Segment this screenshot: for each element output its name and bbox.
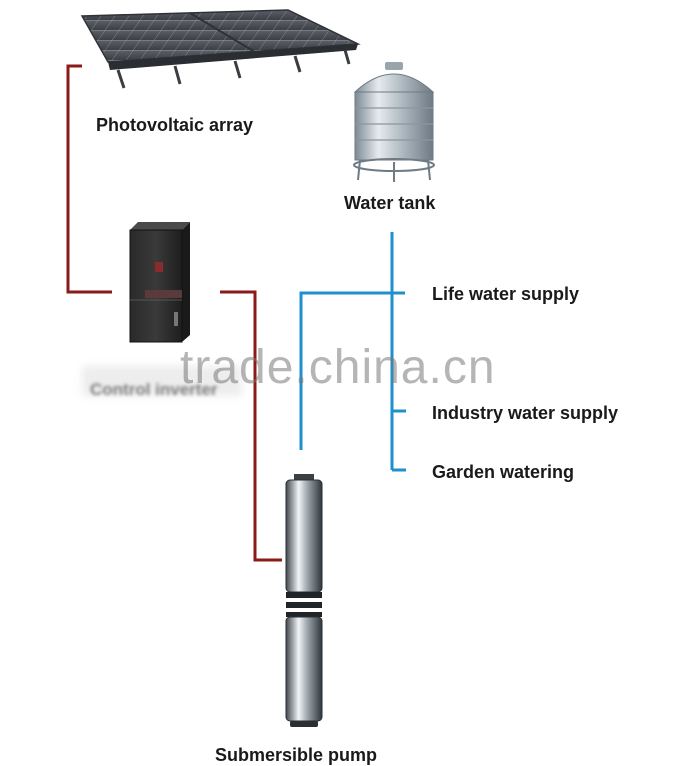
blur-smudge [82, 366, 242, 396]
inverter-to-pump-line [220, 290, 282, 562]
power-wiring [66, 64, 282, 562]
garden-watering-label: Garden watering [432, 462, 575, 482]
water-tank-label: Water tank [344, 193, 436, 213]
photovoltaic-array-image [80, 9, 361, 89]
water-piping [299, 232, 406, 472]
pump-riser-pipe [299, 291, 405, 450]
water-tank-image [353, 62, 435, 182]
submersible-pump-label: Submersible pump [215, 745, 378, 765]
control-inverter-label: Control inverter [90, 380, 218, 399]
life-water-supply-label: Life water supply [432, 284, 580, 304]
photovoltaic-array-label: Photovoltaic array [96, 115, 254, 135]
submersible-pump-image [285, 474, 323, 727]
control-inverter-image [129, 222, 190, 343]
industry-water-supply-label: Industry water supply [432, 403, 619, 423]
pv-to-inverter-line [66, 64, 112, 294]
watermark-text: trade.china.cn [180, 341, 496, 394]
